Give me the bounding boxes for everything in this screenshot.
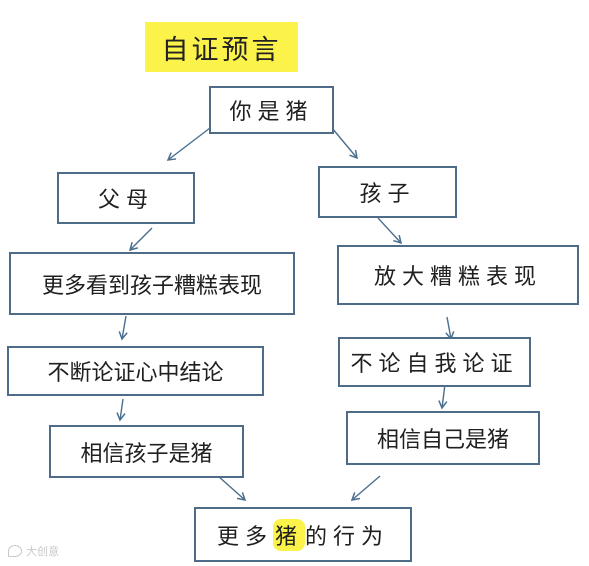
node-parents: 父母: [57, 172, 195, 224]
watermark-logo-icon: [8, 545, 22, 557]
arrow-parents-to-see-bad: [128, 227, 153, 252]
node-believe-self: 相信自己是猪: [346, 411, 540, 465]
node-magnify-bad: 放大糟糕表现: [337, 245, 579, 305]
node-child: 孩子: [318, 166, 457, 218]
node-argue-self: 不论自我论证: [338, 337, 531, 387]
node-result: 更多猪的行为: [194, 507, 412, 562]
node-see-bad: 更多看到孩子糟糕表现: [9, 252, 295, 315]
watermark-text: 大创意: [26, 545, 59, 558]
node-argue-mind: 不断论证心中结论: [7, 346, 264, 396]
arrow-root-to-parents: [166, 127, 211, 161]
arrow-child-to-magnify: [377, 217, 403, 245]
result-text-before: 更多: [216, 524, 273, 550]
arrow-root-to-child: [331, 127, 358, 160]
watermark: 大创意: [8, 543, 59, 559]
arrow-magnify-to-argue-self: [445, 316, 455, 341]
node-root: 你是猪: [209, 86, 334, 134]
arrow-argue-to-believe-child: [116, 398, 126, 422]
arrow-argue-self-to-believe-self: [438, 383, 448, 410]
result-text-after: 的行为: [305, 524, 390, 550]
diagram-title: 自证预言: [145, 22, 298, 72]
arrow-see-bad-to-argue: [118, 315, 128, 341]
result-highlight-word: 猪: [272, 518, 305, 551]
node-believe-child: 相信孩子是猪: [49, 425, 244, 478]
arrow-believe-child-to-result: [217, 475, 247, 502]
arrow-believe-self-to-result: [350, 475, 381, 501]
